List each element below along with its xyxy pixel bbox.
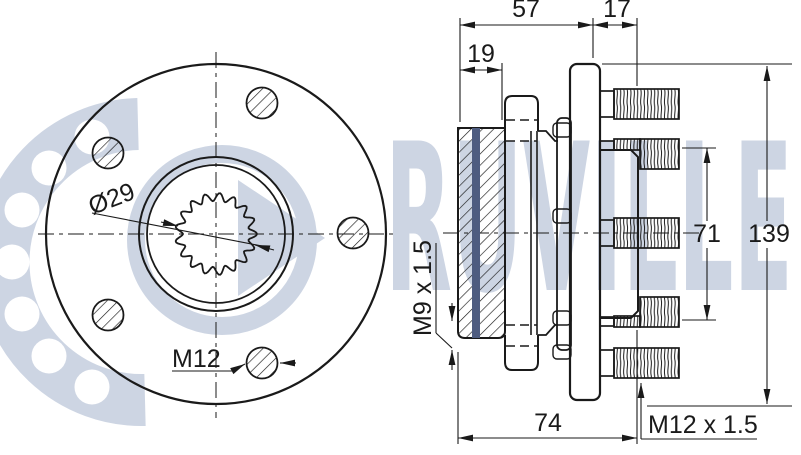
bolt-hole bbox=[91, 298, 125, 332]
bore-diameter-callout bbox=[91, 212, 275, 253]
watermark-bearing-balls bbox=[0, 119, 110, 405]
hub-pilot-circle-inner bbox=[146, 164, 286, 304]
watermark-logo-triangle bbox=[238, 180, 325, 296]
stud-thread-callout bbox=[172, 359, 296, 375]
hub-body-bottom-boss bbox=[504, 335, 539, 371]
dim-71: 71 bbox=[693, 220, 721, 248]
stud-thread bbox=[613, 138, 641, 151]
dimensions bbox=[435, 18, 792, 444]
stud-thread bbox=[613, 217, 680, 249]
encoder-magnet-stripe bbox=[472, 128, 480, 338]
hub-body-top-boss bbox=[504, 95, 539, 131]
bolt-hole bbox=[336, 216, 370, 250]
hub-outer-circle bbox=[44, 62, 388, 406]
stud-thread bbox=[639, 138, 680, 170]
spline-bore bbox=[174, 192, 259, 276]
dim-74: 74 bbox=[534, 409, 562, 437]
stud-thread-label-front: M12 bbox=[172, 345, 221, 373]
bolt-hole bbox=[245, 86, 279, 120]
sensor-thread-label: M9 x 1.5 bbox=[409, 240, 437, 336]
side-view bbox=[443, 62, 702, 402]
stud-thread bbox=[613, 315, 641, 328]
dim-19: 19 bbox=[467, 40, 495, 68]
hub-pilot-circle-outer bbox=[138, 156, 294, 312]
bolt-hole bbox=[91, 136, 125, 170]
dim-17: 17 bbox=[603, 0, 631, 23]
wheel-studs bbox=[599, 88, 680, 379]
bolt-holes bbox=[91, 86, 370, 380]
ruville-watermark: RUVILLE bbox=[0, 98, 793, 427]
stud-thread bbox=[639, 296, 680, 328]
watermark-brand-text: RUVILLE bbox=[385, 101, 793, 339]
stud-thread-label-side: M12 x 1.5 bbox=[648, 411, 758, 439]
dimension-labels: 57 17 19 71 139 74 M12 x 1.5 M9 x 1.5 bbox=[409, 0, 790, 439]
dim-57: 57 bbox=[512, 0, 540, 23]
bolt-hole bbox=[245, 346, 279, 380]
encoder-ring-section bbox=[457, 127, 506, 339]
hub-hidden-lines bbox=[506, 119, 537, 347]
front-view: Ø29 M12 bbox=[38, 52, 397, 418]
dim-139: 139 bbox=[748, 220, 790, 248]
stud-thread bbox=[613, 88, 680, 120]
stud-thread bbox=[613, 347, 680, 379]
